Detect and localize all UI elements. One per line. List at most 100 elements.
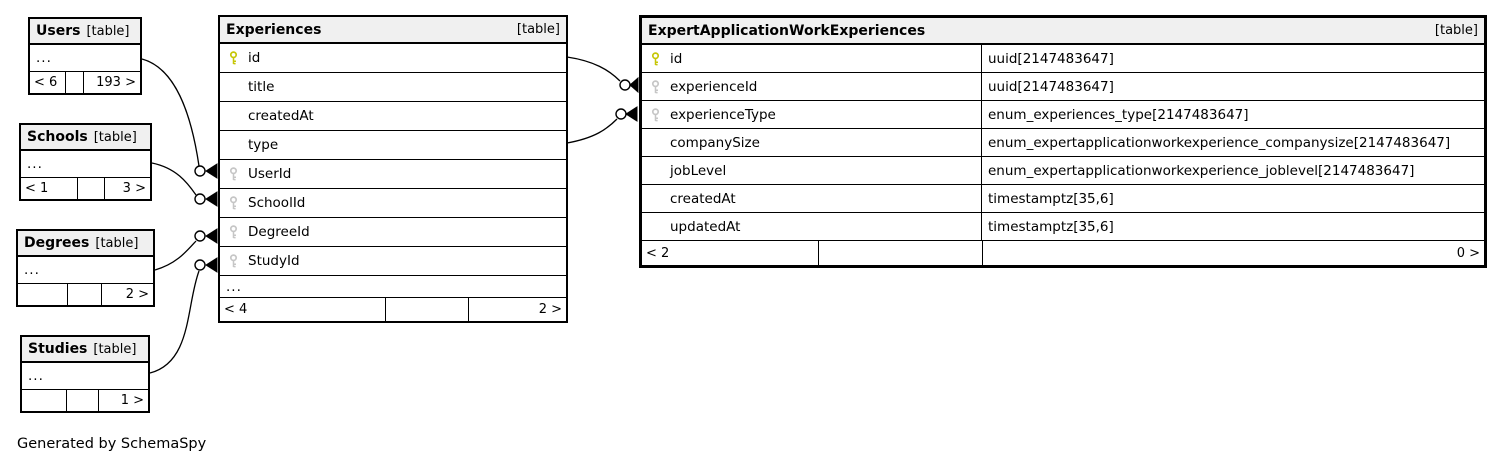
column-name: DegreeId <box>248 224 310 240</box>
primary-key-icon <box>229 51 238 65</box>
table-footer: 2 > <box>18 284 153 305</box>
column-row-jobLevel: jobLevel enum_expertapplicationworkexper… <box>642 157 1484 185</box>
table-footer: < 4 2 > <box>220 298 566 321</box>
table-footer: < 6 193 > <box>30 72 140 93</box>
ellipsis-row: ... <box>22 363 148 390</box>
ellipsis-row: ... <box>220 276 566 298</box>
column-name: experienceType <box>670 106 776 123</box>
footer-left: < 2 <box>642 241 819 265</box>
column-type: uuid[2147483647] <box>988 78 1114 95</box>
table-header-degrees[interactable]: Degrees [table] <box>18 231 153 257</box>
column-row-title: title <box>220 73 566 102</box>
edge-experiences-expert-id <box>566 56 621 82</box>
table-name: Studies <box>28 341 88 357</box>
foreign-key-icon <box>651 79 660 93</box>
column-name: experienceId <box>670 78 758 95</box>
footer-mid <box>78 178 105 199</box>
column-name: StudyId <box>248 253 300 269</box>
column-name: UserId <box>248 166 292 182</box>
column-name: id <box>248 50 261 66</box>
foreign-key-icon <box>229 196 238 210</box>
foreign-key-icon <box>229 254 238 268</box>
column-type: enum_expertapplicationworkexperience_com… <box>988 134 1451 151</box>
footer-right: 3 > <box>122 181 146 196</box>
column-row-type: type <box>220 131 566 160</box>
column-row-id: id uuid[2147483647] <box>642 45 1484 73</box>
column-row-experienceId: experienceId uuid[2147483647] <box>642 73 1484 101</box>
footer-right: 0 > <box>1456 245 1480 261</box>
table-header-studies[interactable]: Studies [table] <box>22 337 148 363</box>
edge-schools-experiences <box>151 162 197 196</box>
primary-key-icon <box>651 51 660 65</box>
column-type: timestamptz[35,6] <box>988 218 1114 235</box>
column-row-updatedAt: updatedAt timestamptz[35,6] <box>642 213 1484 241</box>
footer-left: < 6 <box>30 72 67 93</box>
footer-left <box>18 284 68 305</box>
column-row-StudyId: StudyId <box>220 247 566 276</box>
column-name: createdAt <box>670 190 736 207</box>
footer-right: 1 > <box>120 393 144 408</box>
column-name: SchoolId <box>248 195 306 211</box>
column-name: createdAt <box>248 108 314 124</box>
footer-left <box>22 390 68 411</box>
ellipsis-row: ... <box>21 151 150 178</box>
table-name: Schools <box>27 129 88 145</box>
table-tag: [table] <box>93 341 137 357</box>
table-tag: [table] <box>516 22 560 37</box>
foreign-key-icon <box>229 225 238 239</box>
column-name: title <box>248 79 275 95</box>
table-box-studies: Studies [table] ... 1 > <box>20 335 150 413</box>
column-name: updatedAt <box>670 218 741 235</box>
generated-by-note: Generated by SchemaSpy <box>17 436 207 452</box>
table-name: ExpertApplicationWorkExperiences <box>648 22 926 39</box>
table-header-experiences[interactable]: Experiences [table] <box>220 17 566 44</box>
column-row-companySize: companySize enum_expertapplicationworkex… <box>642 129 1484 157</box>
column-name: id <box>670 50 683 67</box>
column-row-UserId: UserId <box>220 160 566 189</box>
table-footer: < 2 0 > <box>642 241 1484 265</box>
table-header-expert-application-work-experiences[interactable]: ExpertApplicationWorkExperiences [table] <box>642 18 1484 45</box>
table-header-users[interactable]: Users [table] <box>30 19 140 45</box>
table-tag: [table] <box>1434 23 1478 38</box>
column-row-SchoolId: SchoolId <box>220 189 566 218</box>
footer-left: < 4 <box>220 298 387 321</box>
column-type: uuid[2147483647] <box>988 50 1114 67</box>
table-box-schools: Schools [table] ... < 1 3 > <box>19 123 152 201</box>
edge-degrees-experiences <box>154 240 197 271</box>
table-box-users: Users [table] ... < 6 193 > <box>28 17 142 95</box>
column-row-createdAt: createdAt <box>220 102 566 131</box>
column-name: type <box>248 137 279 153</box>
table-header-schools[interactable]: Schools [table] <box>21 125 150 151</box>
footer-right: 2 > <box>538 302 562 317</box>
footer-right: 2 > <box>125 287 149 302</box>
footer-right: 193 > <box>96 75 136 90</box>
table-tag: [table] <box>95 235 139 251</box>
ellipsis-row: ... <box>30 45 140 72</box>
footer-mid <box>386 298 470 321</box>
column-row-id: id <box>220 44 566 73</box>
foreign-key-icon <box>651 107 660 121</box>
footer-mid <box>819 241 983 265</box>
edge-studies-experiences <box>149 270 200 374</box>
ellipsis-row: ... <box>18 257 153 284</box>
edge-experiences-expert-type <box>566 118 618 144</box>
column-name: companySize <box>670 134 760 151</box>
table-tag: [table] <box>93 129 137 145</box>
table-tag: [table] <box>86 23 130 39</box>
table-box-experiences: Experiences [table] id title createdAt t… <box>218 15 568 323</box>
column-name: jobLevel <box>670 162 727 179</box>
footer-left: < 1 <box>21 178 78 199</box>
column-type: enum_experiences_type[2147483647] <box>988 106 1249 123</box>
footer-mid <box>67 390 99 411</box>
foreign-key-icon <box>229 167 238 181</box>
column-row-DegreeId: DegreeId <box>220 218 566 247</box>
table-name: Experiences <box>226 21 322 38</box>
column-type: enum_expertapplicationworkexperience_job… <box>988 162 1415 179</box>
table-box-expert-application-work-experiences: ExpertApplicationWorkExperiences [table]… <box>639 15 1487 268</box>
table-footer: 1 > <box>22 390 148 411</box>
column-type: timestamptz[35,6] <box>988 190 1114 207</box>
table-box-degrees: Degrees [table] ... 2 > <box>16 229 155 307</box>
table-footer: < 1 3 > <box>21 178 150 199</box>
table-name: Users <box>36 23 81 39</box>
